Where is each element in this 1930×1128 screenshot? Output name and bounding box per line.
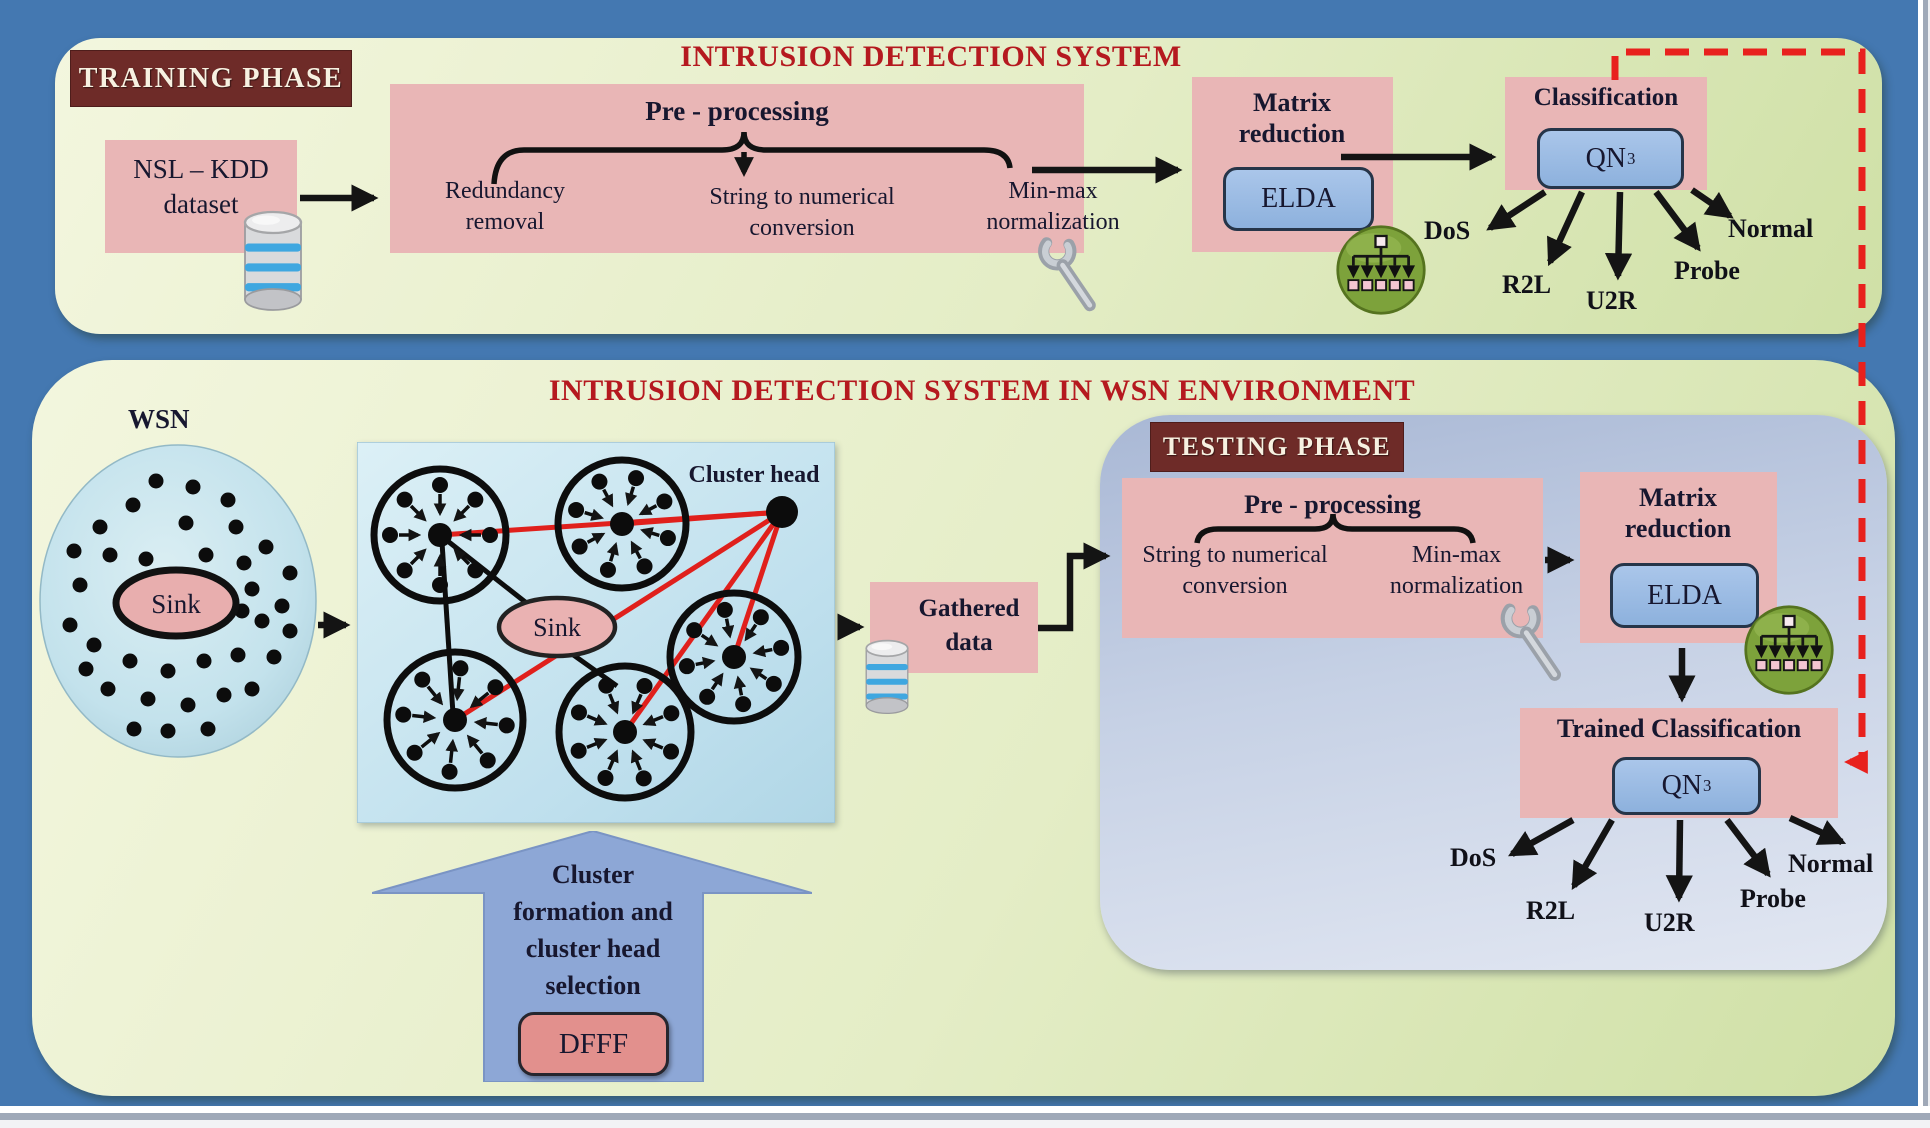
qn3-label: QN [1585,142,1627,174]
wrench-icon-testing [1500,603,1562,681]
database-icon-gathered [865,639,909,715]
output-dos-training: DoS [1424,216,1471,245]
trained-classification-title: Trained Classification [1556,714,1802,743]
page-edge-bottom [0,1106,1930,1128]
output-r2l-training: R2L [1502,270,1552,299]
wrench-icon-training [1038,237,1096,312]
sensor-node-dots [62,473,298,739]
dfff-chip: DFFF [518,1012,669,1076]
cluster-head-label: Cluster head [689,462,821,488]
up-arrow-shape [372,831,812,1082]
cluster-sink-label: Sink [533,613,581,642]
output-u2r-training: U2R [1586,286,1637,315]
preprocessing-box-testing: Pre - processing String to numerical con… [1122,478,1543,638]
step-string-conversion-training: String to numerical conversion [709,184,895,241]
tree-icon-training [1336,225,1426,315]
preprocessing-box-training: Pre - processing Redundancy removal Stri… [390,84,1120,253]
elda-chip-testing: ELDA [1610,563,1759,628]
database-icon-training [243,210,303,311]
qn3-sup-testing: 3 [1703,776,1712,795]
cluster-formation-line1: Cluster [551,860,635,889]
wsn-sink-ellipse [112,566,240,640]
training-phase-label: TRAINING PHASE [70,50,352,107]
cluster-formation-line3: cluster head [525,934,661,963]
output-probe-testing: Probe [1740,884,1806,913]
training-title: INTRUSION DETECTION SYSTEM [680,40,1182,73]
cluster-figure: Sink Cluster head [357,442,835,823]
wsn-sink-label: Sink [151,589,201,619]
wsn-label: WSN [128,404,190,434]
cluster-sink-ellipse [496,595,618,659]
cluster-formation-line2: formation and [513,897,673,926]
step-minmax-normalization-training: Min-max normalization [986,178,1120,235]
preprocessing-title-training: Pre - processing [645,96,829,126]
elda-chip-training: ELDA [1223,167,1374,231]
page-edge-right [1918,0,1930,1128]
qn3-sup: 3 [1627,148,1636,168]
step-redundancy-removal: Redundancy removal [445,178,565,235]
qn3-label-testing: QN [1661,770,1703,801]
matrix-reduction-box-training: Matrix reduction ELDA [1192,77,1393,252]
cluster-formation-arrow [372,831,812,1082]
step-string-conversion-testing: String to numerical conversion [1142,542,1328,599]
preprocessing-title-testing: Pre - processing [1244,490,1421,519]
clusters [370,456,802,802]
step-minmax-normalization-testing: Min-max normalization [1389,542,1524,599]
cluster-formation-line4: selection [545,971,641,1000]
output-dos-testing: DoS [1450,843,1497,872]
matrix-reduction-title-training: Matrix reduction [1238,88,1346,148]
output-normal-training: Normal [1728,214,1814,243]
matrix-reduction-title-testing: Matrix reduction [1624,483,1732,543]
wsn-network-figure: Sink [39,444,317,758]
nsl-kdd-dataset-box: NSL – KDD dataset [105,140,297,253]
output-probe-training: Probe [1674,256,1740,285]
training-panel: TRAINING PHASE INTRUSION DETECTION SYSTE… [55,38,1882,334]
output-r2l-testing: R2L [1526,896,1576,925]
tree-icon-testing [1744,605,1834,695]
wsn-environment-title: INTRUSION DETECTION SYSTEM IN WSN ENVIRO… [548,374,1416,407]
output-u2r-testing: U2R [1644,908,1695,937]
testing-phase-label: TESTING PHASE [1150,422,1404,472]
cluster-formation-text: Cluster formation and cluster head selec… [473,856,713,1004]
classification-title-training: Classification [1533,84,1679,111]
cluster-head-dot [766,496,798,528]
output-normal-testing: Normal [1788,849,1874,878]
